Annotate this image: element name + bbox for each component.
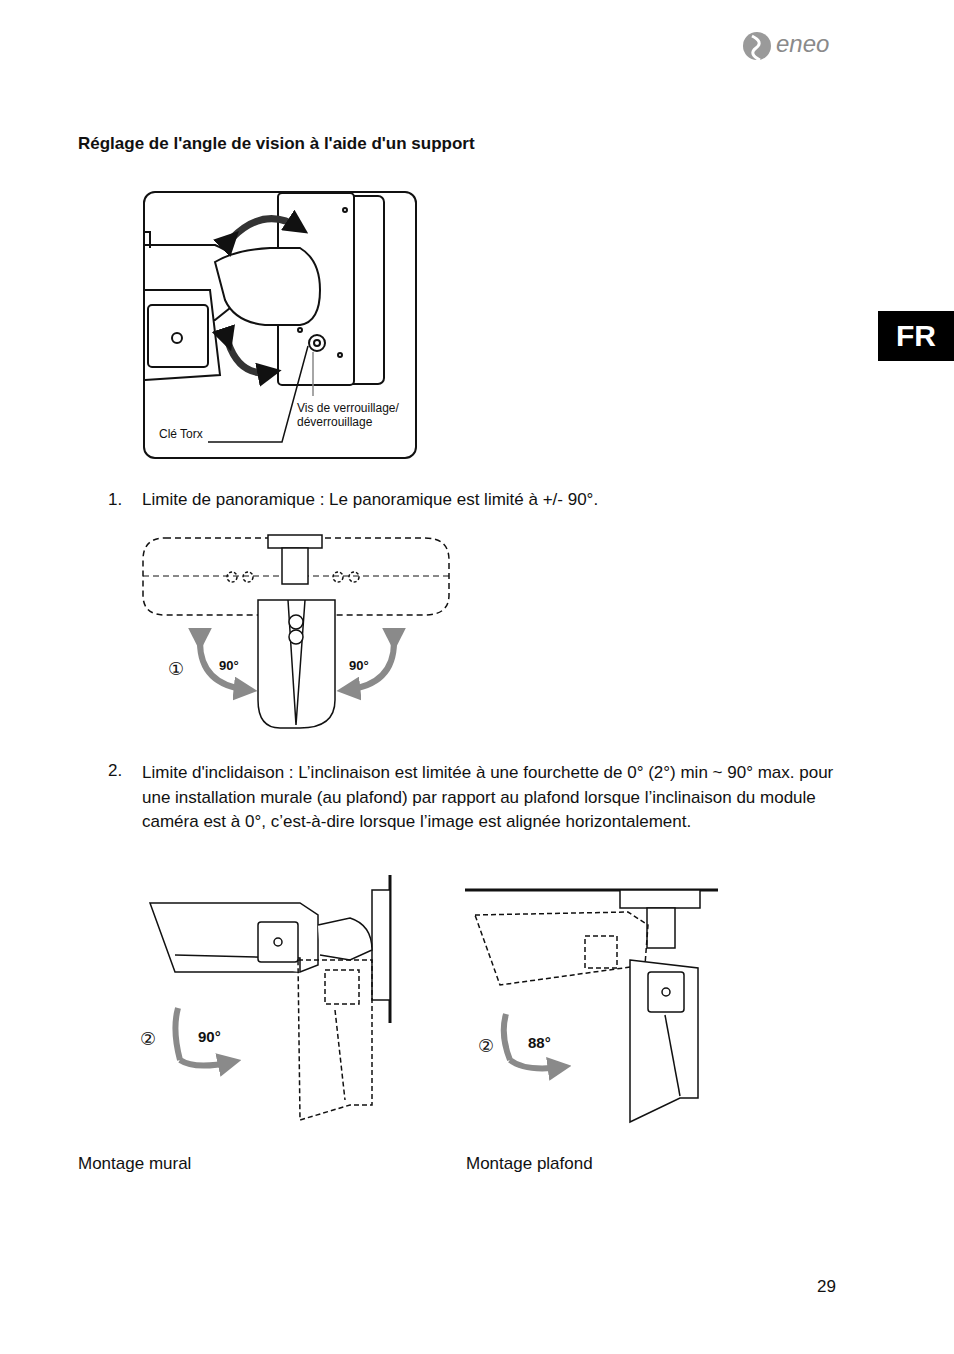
tilt-arrow (504, 1014, 562, 1068)
language-tab: FR (896, 318, 936, 354)
list-number: 2. (108, 761, 122, 781)
wall-mount-figure (150, 875, 390, 1120)
tilt-arrow (175, 1008, 232, 1066)
ceiling-mount-figure (465, 890, 718, 1122)
angle-label: 88° (528, 1034, 551, 1052)
pan-arrows (200, 642, 394, 690)
angle-label: 90° (349, 658, 369, 674)
section-title: Réglage de l'angle de vision à l'aide d'… (78, 134, 475, 154)
part-label: Vis de verrouillage/ déverrouillage (297, 401, 415, 430)
figure-caption: Montage plafond (466, 1154, 593, 1174)
pan-figure (143, 535, 449, 728)
brand-logo: eneo (776, 30, 829, 59)
figure-caption: Montage mural (78, 1154, 191, 1174)
part-label: Clé Torx (159, 427, 203, 441)
callout-number: ② (478, 1036, 494, 1058)
callout-number: ① (168, 659, 184, 681)
rotation-arrows (228, 219, 300, 373)
list-number: 1. (108, 490, 122, 510)
tab-box: FR (878, 311, 954, 361)
page-number: 29 (817, 1277, 836, 1297)
list-text: Limite d'inclidaison : L’inclinaison est… (142, 761, 852, 835)
list-text: Limite de panoramique : Le panoramique e… (142, 490, 598, 510)
angle-label: 90° (198, 1028, 221, 1046)
callout-number: ② (140, 1029, 156, 1051)
angle-label: 90° (219, 658, 239, 674)
logo-mark (743, 32, 771, 60)
figure-frame: Clé Torx Vis de verrouillage/ déverrouill… (143, 191, 417, 459)
